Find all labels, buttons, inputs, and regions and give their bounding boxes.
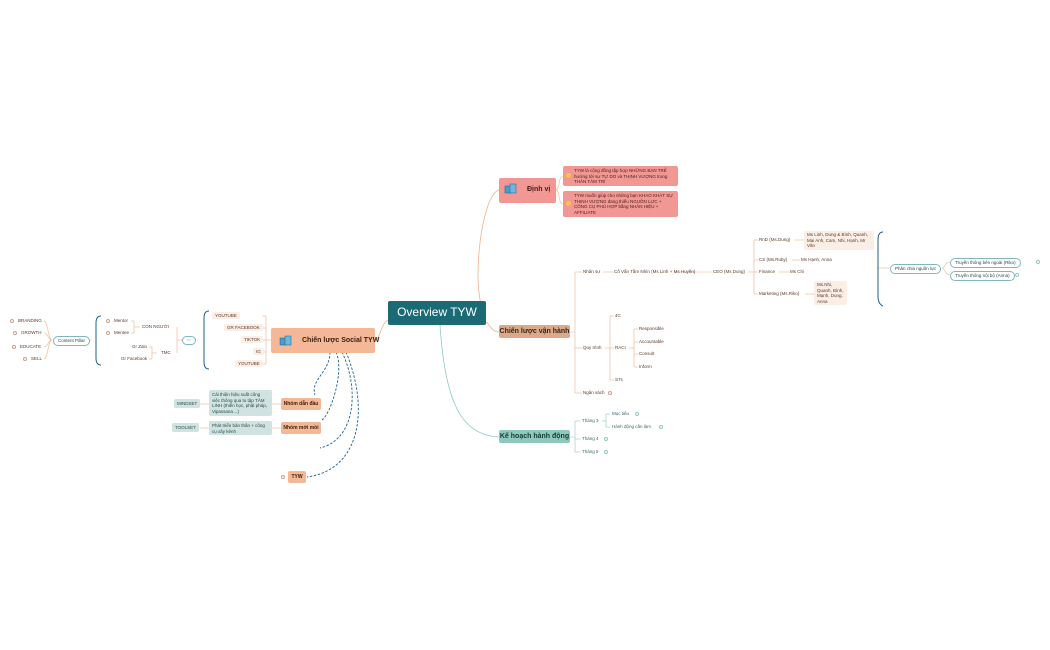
pillar-sell[interactable]: SELL: [31, 356, 43, 361]
pillar-growth[interactable]: GROWTH: [21, 330, 42, 335]
expand-toggle-icon[interactable]: [281, 475, 285, 479]
node-gr-facebook[interactable]: Gr Facebook: [121, 356, 148, 361]
node-co-van[interactable]: Cố Vấn Tầm Nhìn (Ms Linh + Ms Huyền): [614, 269, 696, 274]
expand-toggle-icon[interactable]: [10, 319, 14, 323]
node-truyen-thong-noi-bo[interactable]: Truyền thông nội bộ (Anna): [950, 271, 1015, 281]
node-tyw[interactable]: TYW: [288, 471, 306, 483]
node-thang-3[interactable]: Tháng 3: [582, 418, 599, 423]
node-4c[interactable]: 4C: [615, 313, 621, 318]
node-ngan-sach[interactable]: Ngân sách: [583, 390, 605, 395]
node-nhan-su[interactable]: Nhân sự: [583, 269, 601, 274]
dept-marketing-members[interactable]: Ms.Nhi, Quanh, Bình, Mạnh, Dung, Anna: [814, 281, 847, 305]
node-nhom-dan-dau[interactable]: Nhóm dẫn đầu: [281, 398, 321, 410]
node-quy-trinh[interactable]: Quy trình: [583, 345, 602, 350]
raci-inform[interactable]: Inform: [639, 364, 652, 369]
topic-dinh-vi[interactable]: Định vị: [499, 178, 556, 203]
channel-youtube-2[interactable]: YOUTUBE: [235, 360, 263, 367]
channel-ig[interactable]: IG: [253, 348, 264, 355]
node-tmc[interactable]: TMC: [161, 350, 171, 355]
item-text: TYW là cộng đồng tập hợp NHỮNG BẠN TRẺ h…: [574, 168, 668, 184]
item-text: TYW muốn giúp cho những bạn KHAO KHÁT SỰ…: [574, 193, 674, 215]
pillar-branding[interactable]: BRANDING: [18, 318, 42, 323]
raci-accountable[interactable]: Accountable: [639, 339, 664, 344]
node-hanh-dong-can-lam[interactable]: Hành động cần làm: [612, 424, 652, 429]
dept-finance-members[interactable]: Ms Chi: [790, 269, 805, 274]
dept-rnd[interactable]: RnD (Ms.Dung): [759, 237, 791, 242]
expand-toggle-icon[interactable]: [12, 345, 16, 349]
node-gr-zalo[interactable]: Gr Zalo: [132, 344, 148, 349]
central-topic[interactable]: Overview TYW: [388, 301, 486, 325]
dept-cs[interactable]: CS (Ms.Ruby): [759, 257, 788, 262]
node-ceo[interactable]: CEO (Ms Dung): [713, 269, 746, 274]
node-mentee[interactable]: Mentee: [114, 330, 130, 335]
node-mentor[interactable]: Mentor: [114, 318, 129, 323]
node-thang-4[interactable]: Tháng 4: [582, 436, 599, 441]
expand-toggle-icon[interactable]: [635, 412, 639, 416]
node-muc-tieu[interactable]: Mục tiêu: [612, 411, 630, 416]
bullet-icon: [566, 173, 571, 178]
dept-rnd-members[interactable]: Ms Linh, Dung & Bình, Quanh, Mai Anh, Ca…: [804, 231, 874, 250]
expand-toggle-icon[interactable]: [106, 319, 110, 323]
channel-tiktok[interactable]: TIKTOK: [241, 336, 264, 343]
expand-toggle-icon[interactable]: [1036, 260, 1040, 264]
dept-finance[interactable]: Finance: [759, 269, 776, 274]
node-phan-chia-nguon-luc[interactable]: Phân chia nguồn lực: [890, 264, 942, 274]
boxes-icon: [279, 335, 292, 346]
topic-chien-luoc-social[interactable]: Chiến lược Social TYW: [271, 328, 379, 353]
expand-toggle-icon[interactable]: [23, 357, 27, 361]
node-content-pillar[interactable]: Content Pillar: [53, 336, 91, 346]
topic-label: Định vị: [527, 186, 551, 193]
tag-toolset[interactable]: TOOLSET: [172, 423, 199, 432]
expand-toggle-icon[interactable]: [608, 391, 612, 395]
topic-chien-luoc-van-hanh[interactable]: Chiến lược vận hành: [499, 325, 570, 338]
nhom-dan-dau-desc[interactable]: Cải thiện hiệu suất công việc thông qua …: [209, 390, 272, 416]
raci-responsible[interactable]: Responsible: [639, 326, 664, 331]
topic-ke-hoach-hanh-dong[interactable]: Kế hoạch hành động: [499, 430, 570, 443]
expand-toggle-icon[interactable]: [1015, 273, 1019, 277]
dinh-vi-item-2[interactable]: TYW muốn giúp cho những bạn KHAO KHÁT SỰ…: [563, 191, 678, 217]
dinh-vi-item-1[interactable]: TYW là cộng đồng tập hợp NHỮNG BẠN TRẺ h…: [563, 166, 678, 186]
node-s7s[interactable]: S7s: [615, 377, 623, 382]
nhom-moi-moi-desc[interactable]: Phát triển bản thân + công cụ xây kênh: [209, 421, 272, 435]
collapsed-more[interactable]: •••: [182, 336, 196, 345]
bullet-icon: [566, 201, 571, 206]
expand-toggle-icon[interactable]: [106, 331, 110, 335]
raci-consult[interactable]: Consult: [639, 351, 655, 356]
expand-toggle-icon[interactable]: [13, 331, 17, 335]
node-thang-5[interactable]: Tháng 5: [582, 449, 599, 454]
node-nhom-moi-moi[interactable]: Nhóm mới mồi: [281, 422, 321, 434]
expand-toggle-icon[interactable]: [604, 450, 608, 454]
dept-cs-members[interactable]: Ms Hạnh, Anna: [801, 257, 832, 262]
pillar-educate[interactable]: EDUCATE: [20, 344, 42, 349]
dept-marketing[interactable]: Marketing (Ms.Riko): [759, 291, 800, 296]
node-con-nguoi[interactable]: CON NGƯỜI: [142, 324, 169, 329]
node-truyen-thong-ngoai[interactable]: Truyền thông bên ngoài (Riko): [950, 258, 1021, 268]
channel-gr-facebook[interactable]: GR FACEBOOK: [224, 324, 263, 331]
channel-youtube[interactable]: YOUTUBE: [212, 312, 240, 319]
topic-label: Chiến lược Social TYW: [302, 337, 380, 344]
expand-toggle-icon[interactable]: [659, 425, 663, 429]
expand-toggle-icon[interactable]: [604, 437, 608, 441]
node-raci[interactable]: RACI: [615, 345, 626, 350]
tag-mindset[interactable]: MINDSET: [174, 399, 201, 408]
boxes-icon: [504, 183, 517, 194]
